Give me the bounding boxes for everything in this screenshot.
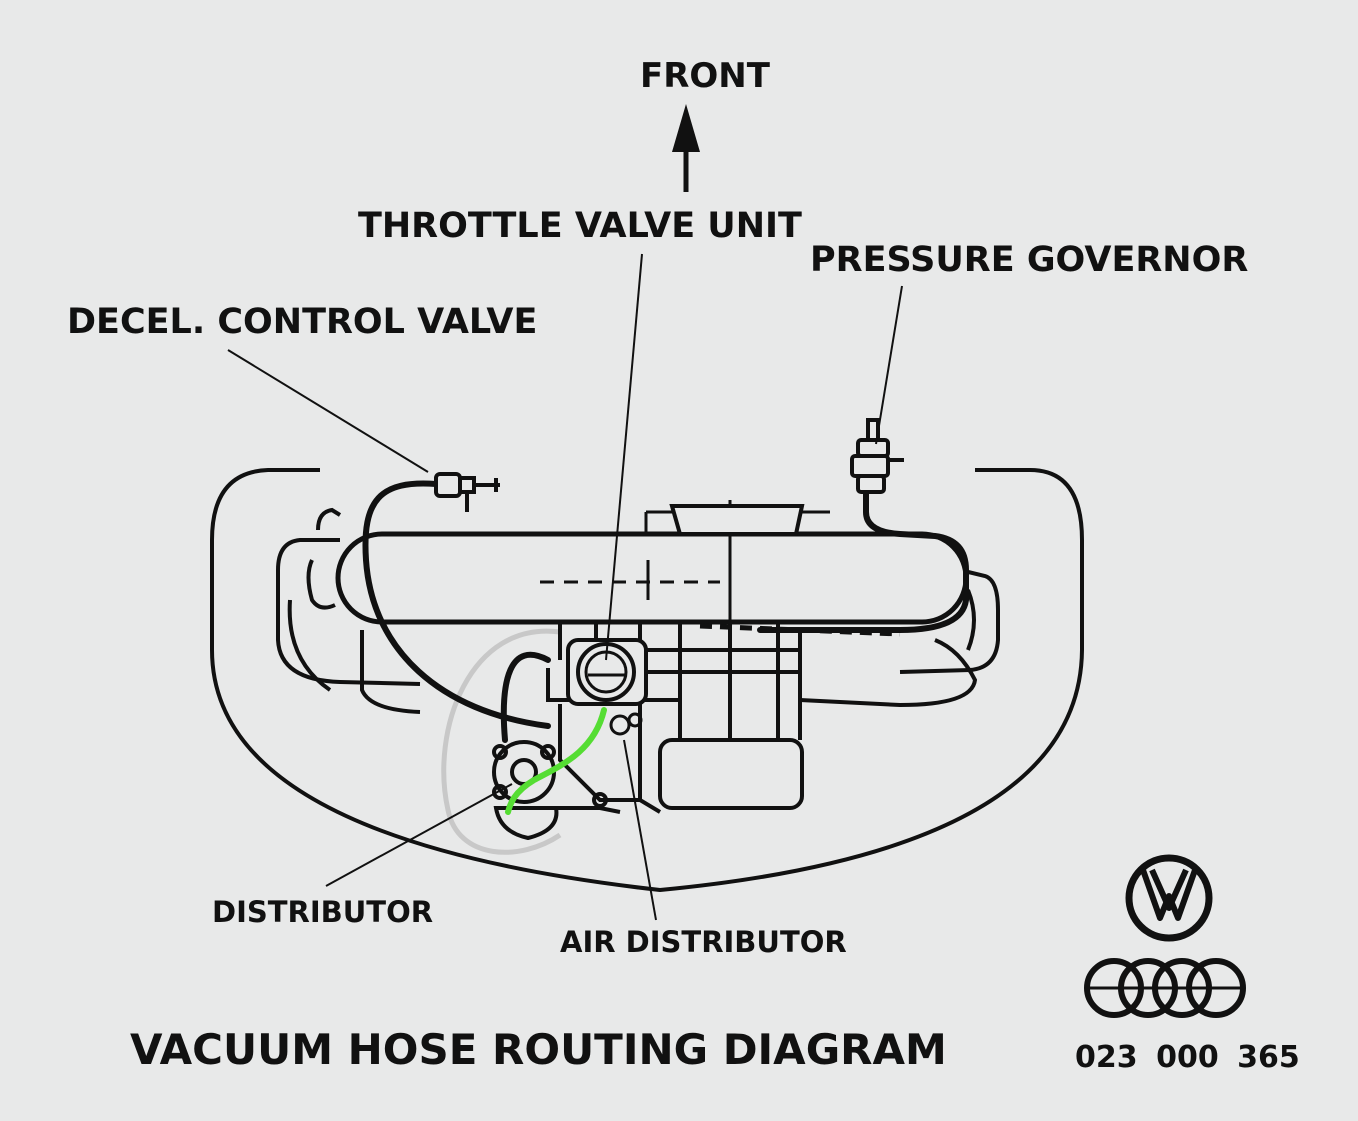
vw-logo-icon (1125, 854, 1213, 942)
throttle-valve-unit-label: THROTTLE VALVE UNIT (358, 206, 802, 246)
diagram-title: VACUUM HOSE ROUTING DIAGRAM (130, 1025, 947, 1074)
audi-rings-logo-icon (1084, 958, 1246, 1018)
decel-control-valve-label: DECEL. CONTROL VALVE (67, 302, 538, 342)
front-label: FRONT (640, 56, 770, 96)
vacuum-hoses (362, 480, 969, 743)
leader-lines (227, 253, 903, 921)
plenum-boot (669, 504, 805, 536)
ghost-hose (441, 628, 562, 855)
pressure-governor-label: PRESSURE GOVERNOR (810, 240, 1249, 280)
intake-plenum (335, 500, 969, 625)
decel-control-valve (434, 472, 500, 512)
air-distributor-label: AIR DISTRIBUTOR (560, 925, 847, 959)
distributor-label: DISTRIBUTOR (212, 895, 434, 929)
front-arrow (672, 104, 700, 192)
part-number: 023 000 365 (1075, 1040, 1300, 1075)
right-manifold (799, 568, 1000, 708)
left-manifold (276, 507, 421, 714)
distributor (492, 740, 621, 841)
throttle-valve-unit (546, 638, 648, 802)
highlighted-vacuum-hose (505, 707, 607, 815)
engine-bay-outline (210, 468, 1084, 893)
